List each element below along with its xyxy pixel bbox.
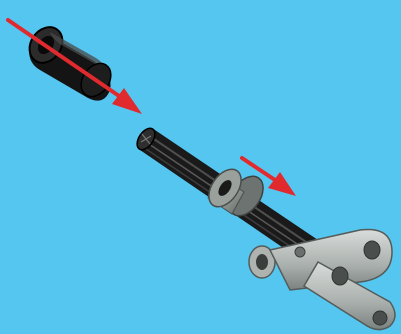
beam-hole-top [364, 241, 380, 259]
beam-hole-bottom [373, 311, 387, 325]
beam-hole-middle [332, 267, 348, 285]
beam-stub-hole [256, 254, 268, 270]
beam-clip [295, 247, 305, 257]
